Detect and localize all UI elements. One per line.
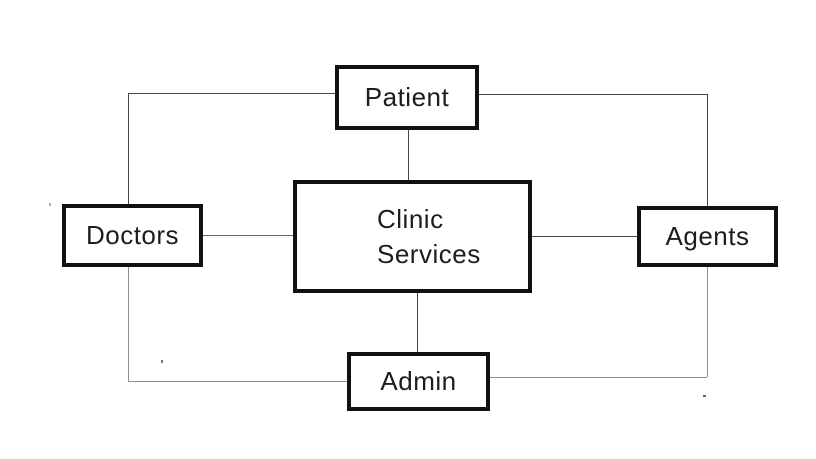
node-admin-label: Admin bbox=[380, 366, 457, 396]
edge-agents-admin-vertical bbox=[707, 267, 708, 377]
edge-doctors-admin-vertical bbox=[128, 267, 129, 381]
node-agents: Agents bbox=[637, 206, 778, 267]
edge-patient-doctors-horizontal bbox=[128, 93, 335, 94]
clinic-label-line2: Services bbox=[377, 238, 481, 269]
edge-patient-clinic bbox=[408, 130, 409, 180]
edge-patient-agents-horizontal bbox=[478, 94, 707, 95]
edge-clinic-agents bbox=[532, 236, 637, 237]
edge-doctors-clinic bbox=[203, 235, 293, 236]
artifact-speck bbox=[703, 395, 706, 397]
node-admin: Admin bbox=[347, 352, 490, 411]
node-patient: Patient bbox=[335, 65, 479, 130]
clinic-label-line1: Clinic bbox=[377, 203, 444, 234]
node-doctors-label: Doctors bbox=[85, 220, 180, 250]
edge-doctors-admin-horizontal bbox=[128, 381, 347, 382]
node-doctors: Doctors bbox=[62, 204, 203, 267]
node-patient-label: Patient bbox=[364, 82, 450, 112]
node-agents-label: Agents bbox=[665, 221, 750, 251]
edge-patient-agents-vertical bbox=[707, 94, 708, 206]
artifact-speck bbox=[49, 203, 51, 206]
edge-patient-doctors-vertical bbox=[128, 93, 129, 204]
artifact-speck bbox=[161, 360, 163, 363]
node-clinic-services-label: Clinic Services bbox=[377, 202, 481, 272]
edge-agents-admin-horizontal bbox=[490, 377, 707, 378]
node-clinic-services: Clinic Services bbox=[293, 180, 532, 293]
edge-clinic-admin bbox=[417, 293, 418, 352]
